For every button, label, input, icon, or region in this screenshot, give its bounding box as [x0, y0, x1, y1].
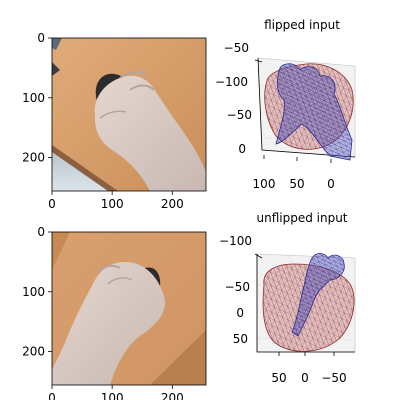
- z-tick: −50: [225, 280, 250, 294]
- x-tick: 100: [253, 177, 276, 191]
- z-tick: −50: [224, 41, 249, 55]
- y-tick-label: 200: [22, 151, 45, 165]
- x-tick-label: 0: [48, 197, 56, 211]
- top-right-title: flipped input: [264, 18, 340, 32]
- image-panel-bottom-left: 0 100 200 0 100 200: [22, 225, 207, 400]
- mesh-panel-top-right: flipped input −50 −100 −50 0 100 50 0: [215, 18, 356, 191]
- y-tick-label: 0: [37, 225, 45, 239]
- mesh-panel-bottom-right: unflipped input −100 −50 0 50 50 0 −50: [219, 211, 356, 385]
- x-tick-label: 200: [161, 197, 184, 211]
- x-tick: 0: [327, 177, 335, 191]
- x-tick-label: 0: [48, 391, 56, 400]
- z-tick: −50: [227, 108, 252, 122]
- z-tick: 0: [236, 306, 244, 320]
- hand-photo-bottom: [52, 232, 206, 385]
- z-tick: −100: [215, 75, 248, 89]
- x-tick-label: 200: [161, 391, 184, 400]
- y-tick-label: 0: [37, 31, 45, 45]
- x-tick: 0: [301, 371, 309, 385]
- x-tick: −50: [321, 371, 346, 385]
- hand-photo-top: [52, 38, 206, 191]
- x-tick: 50: [289, 177, 304, 191]
- y-tick-label: 100: [22, 91, 45, 105]
- z-tick: 0: [238, 142, 246, 156]
- y-tick-label: 100: [22, 285, 45, 299]
- image-panel-top-left: 0 100 200 0 100 200: [22, 31, 207, 211]
- z-tick: −100: [219, 234, 252, 248]
- y-tick-label: 200: [22, 345, 45, 359]
- z-tick: 50: [233, 332, 248, 346]
- x-tick-label: 100: [101, 197, 124, 211]
- x-tick: 50: [271, 371, 286, 385]
- x-tick-label: 100: [101, 391, 124, 400]
- bottom-right-title: unflipped input: [256, 211, 347, 225]
